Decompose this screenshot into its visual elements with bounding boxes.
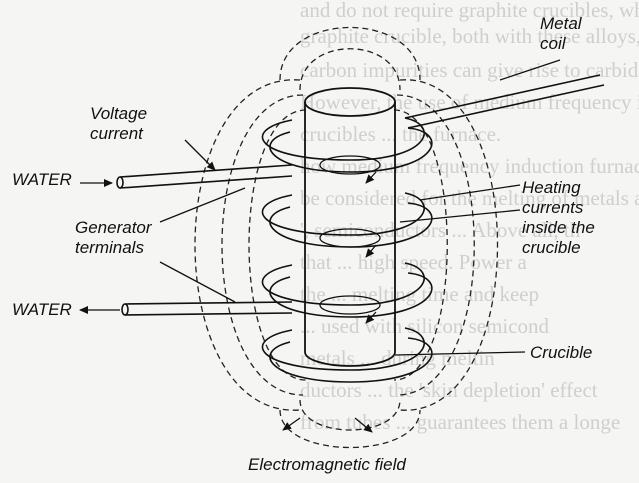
heating-currents-pointer (419, 184, 521, 201)
em-field-arrow (354, 417, 373, 433)
water-outlet-tube-end (121, 303, 129, 316)
bg-text-line: the ... melting time and keep (300, 282, 540, 306)
metal-coil-pointer (499, 59, 561, 81)
field-line-right-outer (399, 79, 498, 411)
field-line-right-inner (393, 109, 448, 381)
label-crucible: Crucible (530, 343, 593, 362)
field-line-bottom-inner (299, 399, 401, 431)
current-arrow (365, 311, 377, 324)
label-generator-terminals: Generator terminals (75, 218, 152, 257)
crucible-cylinder (304, 87, 396, 367)
bg-text-line: However, the use of medium frequency in (300, 90, 639, 114)
coil-turn (269, 272, 433, 318)
generator-terminal-pointer (159, 187, 246, 223)
bg-text-line: ... used with silicon semicond (300, 314, 550, 338)
field-line-top-outer (279, 27, 421, 81)
water-inlet-tube (119, 164, 293, 189)
label-water-out: WATER (12, 300, 72, 319)
bg-text-line: ', semiconductors ... Above all, th (300, 218, 581, 242)
current-arrow (365, 171, 377, 184)
generator-terminal-pointer (159, 261, 236, 303)
bg-text-line: be considered for the melting of metals … (300, 186, 639, 210)
coil-turn (261, 327, 425, 371)
bg-text-line: crucibles ... the furnace. (300, 122, 502, 146)
label-water-in: WATER (12, 170, 72, 189)
field-line-bottom-outer (279, 409, 421, 449)
coil-turn (269, 127, 433, 173)
bg-text-line: and do not require graphite crucibles, w… (300, 0, 639, 22)
bg-text-line: carbon impurities can give rise to carbi… (300, 58, 639, 82)
water-outlet-tube (124, 301, 293, 316)
field-lines (194, 27, 498, 449)
crucible-bottom-rim (304, 351, 396, 367)
coil-turn (269, 337, 433, 383)
coil-turn (261, 117, 425, 161)
water-tubes (116, 164, 293, 316)
coil-lead-top (404, 74, 605, 129)
label-electromagnetic-field: Electromagnetic field (248, 455, 406, 474)
inner-current-loop-3 (319, 295, 381, 315)
heating-currents-pointer (399, 209, 521, 223)
leader-lines (79, 59, 561, 433)
label-metal-coil: Metal coil (540, 14, 582, 53)
field-line-left-mid (221, 94, 304, 396)
inner-current-loop-1 (319, 155, 381, 175)
field-line-left-outer (194, 79, 301, 411)
bg-text-line: that ... high speed. Power a (300, 250, 527, 274)
field-line-right-mid (396, 94, 475, 396)
crucible-top-rim (304, 87, 396, 117)
em-field-arrow (282, 417, 301, 431)
field-line-top-inner (299, 48, 401, 91)
bg-text-line: from tubes ... guarantees them a longe (300, 410, 621, 434)
metal-coil (261, 74, 605, 383)
inner-current-loop-2 (319, 228, 381, 248)
coil-turn (269, 202, 433, 248)
water-inlet-tube-end (116, 176, 124, 189)
coil-turn (261, 262, 425, 306)
crucible-pointer (394, 351, 526, 356)
current-arrow (365, 244, 377, 258)
voltage-current-pointer (184, 139, 216, 171)
label-heating-currents: Heating currents inside the crucible (522, 178, 595, 257)
label-voltage-current: Voltage current (90, 104, 148, 143)
bg-text-line: metals ... during meltin (300, 346, 495, 370)
